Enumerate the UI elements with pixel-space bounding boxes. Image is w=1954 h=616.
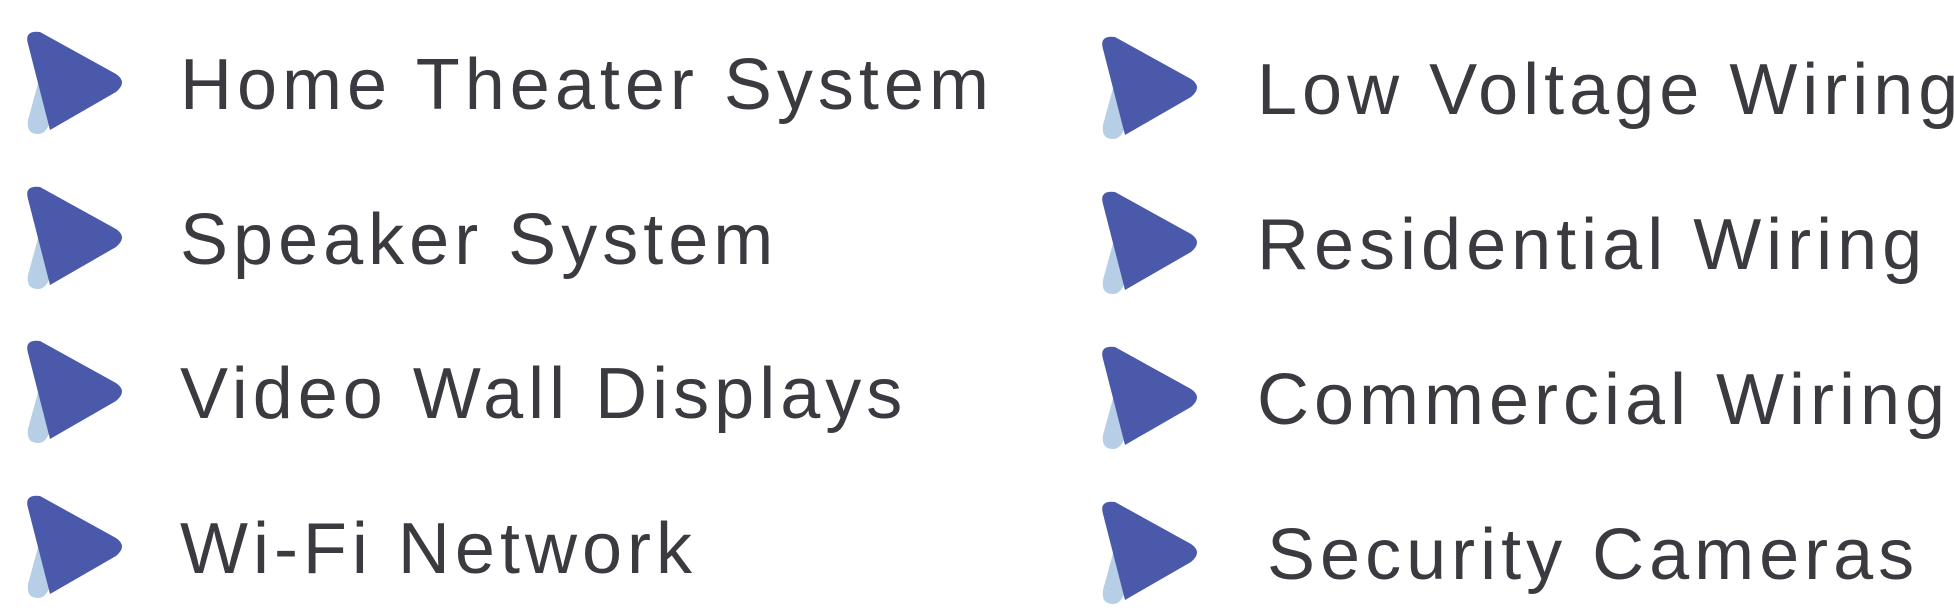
service-item-speaker-system: Speaker System: [26, 185, 778, 295]
service-item-video-wall: Video Wall Displays: [26, 339, 907, 449]
service-label: Commercial Wiring: [1257, 360, 1951, 440]
service-item-commercial-wiring: Commercial Wiring: [1101, 345, 1950, 455]
play-arrow-icon: [1101, 190, 1201, 300]
play-arrow-icon: [1101, 500, 1201, 610]
service-label: Low Voltage Wiring: [1257, 50, 1954, 130]
service-item-residential-wiring: Residential Wiring: [1101, 190, 1927, 300]
play-arrow-icon: [1101, 35, 1201, 145]
play-arrow-icon: [26, 30, 126, 140]
play-arrow-icon: [26, 339, 126, 449]
service-item-wifi-network: Wi-Fi Network: [26, 494, 697, 604]
service-label: Residential Wiring: [1257, 205, 1928, 285]
service-label: Wi-Fi Network: [180, 509, 697, 589]
service-label: Speaker System: [180, 200, 779, 280]
play-arrow-icon: [26, 494, 126, 604]
service-item-security-cameras: Security Cameras: [1101, 500, 1919, 610]
play-arrow-icon: [26, 185, 126, 295]
service-label: Home Theater System: [180, 45, 994, 125]
service-item-low-voltage: Low Voltage Wiring: [1101, 35, 1954, 145]
service-label: Video Wall Displays: [180, 354, 908, 434]
service-item-home-theater: Home Theater System: [26, 30, 994, 140]
service-label: Security Cameras: [1267, 515, 1920, 595]
play-arrow-icon: [1101, 345, 1201, 455]
